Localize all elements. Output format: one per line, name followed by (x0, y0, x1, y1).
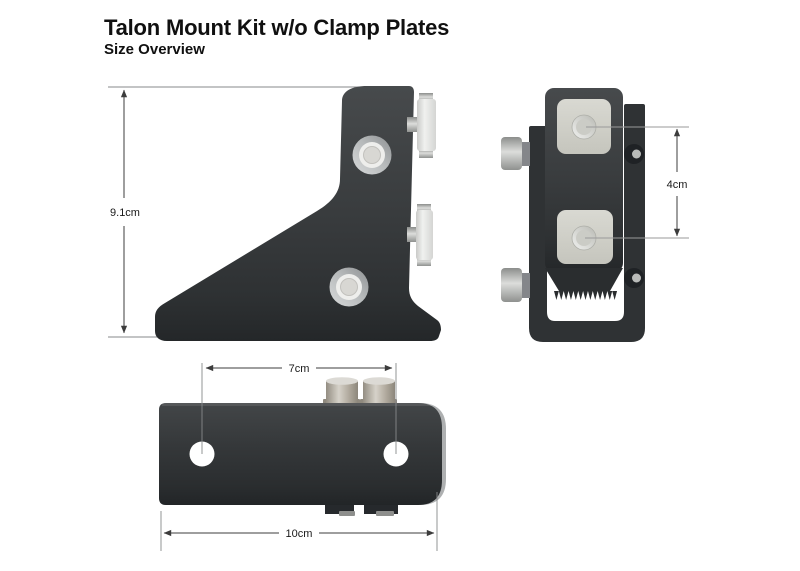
top-knob-right (360, 377, 397, 406)
hole-spacing-label: 7cm (289, 363, 310, 375)
clamp-loop (529, 260, 645, 342)
side-knob-lower (501, 268, 530, 302)
side-bolt-lower (329, 267, 369, 307)
strap-bolt-upper (624, 144, 644, 164)
top-knob-left (323, 377, 360, 406)
page-title: Talon Mount Kit w/o Clamp Plates (104, 15, 450, 40)
clamp-wedge (545, 268, 623, 291)
clamp-knob-upper (407, 93, 436, 158)
clamp-knob-lower (407, 204, 433, 266)
page-subtitle: Size Overview (104, 41, 205, 58)
overall-width-label: 10cm (286, 528, 313, 540)
top-view: 7cm 10cm (159, 363, 446, 551)
side-bolt-upper (352, 135, 392, 175)
bolt-spacing-label: 4cm (667, 179, 688, 191)
side-view: 9.1cm (108, 86, 441, 341)
serrated-teeth (554, 291, 618, 300)
strap-bolt-lower (624, 268, 644, 288)
base-plate-top-highlight (162, 403, 440, 406)
page-header: Talon Mount Kit w/o Clamp Plates Size Ov… (104, 15, 449, 58)
front-view: 4cm (501, 88, 689, 342)
side-knob-upper (501, 137, 530, 170)
under-plate-tabs (325, 505, 398, 516)
base-plate (159, 403, 442, 505)
bracket-body (155, 86, 441, 341)
pad-bolt-upper (571, 114, 597, 140)
height-dimension-label: 9.1cm (110, 207, 140, 219)
